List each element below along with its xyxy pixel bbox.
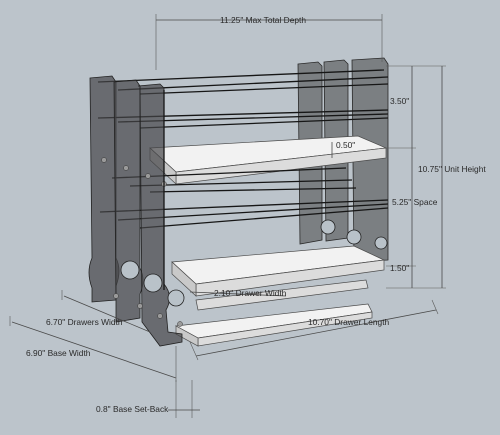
base-plate-side <box>175 325 199 347</box>
label-top-space: 3.50" <box>390 96 409 106</box>
drawer-width-dimension <box>189 291 287 297</box>
front-panel-2 <box>113 79 144 323</box>
drawer-slide-rail <box>195 279 369 311</box>
drawer-length-dimension <box>189 299 439 361</box>
label-bottom-space: 1.50" <box>390 263 409 273</box>
bolts <box>101 157 183 327</box>
base-width-dimension <box>9 316 177 382</box>
label-base-setback: 0.8" Base Set-Back <box>96 404 169 414</box>
label-unit-height: 10.75" Unit Height <box>418 164 486 174</box>
lower-shelf-side <box>171 261 197 297</box>
label-max-total-depth: 11.25" Max Total Depth <box>220 15 306 25</box>
label-middle-space: 5.25" Space <box>392 197 438 207</box>
drawers-width-dimension <box>61 290 151 333</box>
front-hole-1 <box>120 260 140 280</box>
label-drawer-width: 2.10" Drawer Width <box>214 288 287 298</box>
height-dimension <box>386 65 446 289</box>
label-base-width: 6.90" Base Width <box>26 348 91 358</box>
depth-dimension <box>155 14 383 70</box>
label-shelf-thickness: 0.50" <box>336 140 355 150</box>
space-dimensions <box>331 66 416 288</box>
front-panel-3 <box>137 83 183 347</box>
base-setback-dimension <box>168 380 200 418</box>
label-drawer-length: 10.70" Drawer Length <box>308 317 390 327</box>
rear-hole-2 <box>346 229 362 245</box>
front-hole-3 <box>167 289 185 307</box>
rear-hole-1 <box>320 219 336 235</box>
rear-hole-3 <box>374 236 388 250</box>
label-drawers-width: 6.70" Drawers Width <box>46 317 123 327</box>
front-hole-2 <box>143 273 163 293</box>
